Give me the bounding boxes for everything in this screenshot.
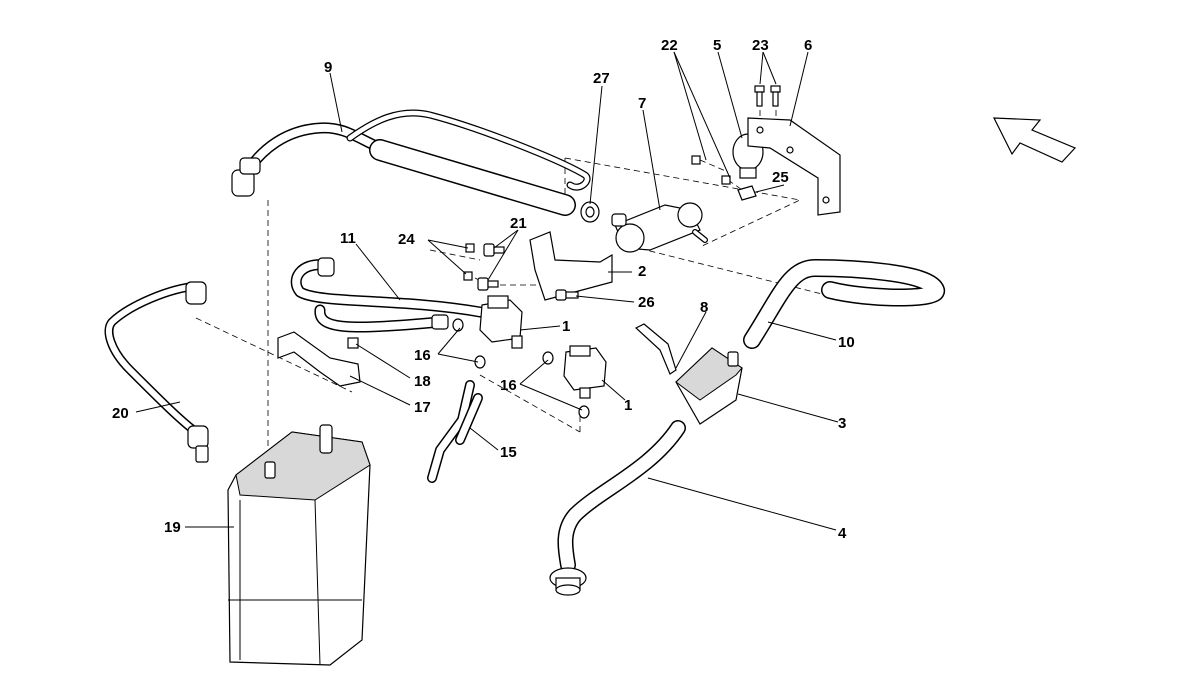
- part-2-bracket[interactable]: [529, 231, 613, 301]
- part-27-ring-clip[interactable]: [580, 201, 600, 223]
- callout-22: 22: [661, 37, 678, 54]
- callout-25: 25: [772, 169, 789, 186]
- callout-18: 18: [414, 373, 431, 390]
- part-18-nut[interactable]: [347, 337, 359, 349]
- callout-10: 10: [838, 334, 855, 351]
- part-9-vapour-hose[interactable]: [231, 109, 591, 216]
- part-19-charcoal-canister[interactable]: [227, 424, 371, 666]
- callout-20: 20: [112, 405, 129, 422]
- part-23-bolts[interactable]: [754, 85, 781, 107]
- callout-17: 17: [414, 399, 431, 416]
- part-25-clip[interactable]: [737, 185, 757, 201]
- front-direction-arrow-icon: [993, 117, 1077, 163]
- leader-lines: [135, 51, 839, 531]
- callout-19: 19: [164, 519, 181, 536]
- part-15-short-hose[interactable]: [427, 380, 483, 483]
- part-10-curved-hose[interactable]: [743, 259, 945, 349]
- part-8-small-bracket[interactable]: [634, 323, 677, 375]
- callout-9: 9: [324, 59, 332, 76]
- callout-16-left: 16: [414, 347, 431, 364]
- callout-1-lower: 1: [624, 397, 632, 414]
- part-7-purge-valve[interactable]: [611, 202, 708, 253]
- part-16-clips[interactable]: [452, 318, 590, 419]
- part-21-bolts[interactable]: [477, 243, 505, 291]
- callout-labels: 9 27 7 22 5 23 6 25 21 24 11 2 26 8 1 10…: [112, 37, 855, 542]
- part-20-hose[interactable]: [104, 281, 209, 463]
- callout-3: 3: [838, 415, 846, 432]
- part-1-solenoid-valve-lower[interactable]: [563, 345, 607, 399]
- callout-24: 24: [398, 231, 415, 248]
- callout-21: 21: [510, 215, 527, 232]
- callout-1-upper: 1: [562, 318, 570, 335]
- callout-8: 8: [700, 299, 708, 316]
- callout-5: 5: [713, 37, 721, 54]
- part-26-bolt[interactable]: [555, 289, 579, 301]
- callout-2: 2: [638, 263, 646, 280]
- part-22-screws[interactable]: [691, 155, 731, 185]
- callout-27: 27: [593, 70, 610, 87]
- callout-16-right: 16: [500, 377, 517, 394]
- part-3-filter-box[interactable]: [675, 347, 743, 425]
- part-1-solenoid-valve-upper[interactable]: [479, 295, 523, 349]
- callout-26: 26: [638, 294, 655, 311]
- callout-6: 6: [804, 37, 812, 54]
- part-6-mounting-bracket[interactable]: [747, 117, 841, 216]
- part-11-hose[interactable]: [290, 257, 486, 333]
- callout-4: 4: [838, 525, 847, 542]
- part-17-bracket[interactable]: [277, 331, 361, 387]
- callout-11: 11: [340, 230, 356, 247]
- callout-23: 23: [752, 37, 769, 54]
- part-4-pipe[interactable]: [549, 420, 686, 596]
- callout-7: 7: [638, 95, 646, 112]
- callout-15: 15: [500, 444, 517, 461]
- part-24-nuts[interactable]: [463, 243, 475, 281]
